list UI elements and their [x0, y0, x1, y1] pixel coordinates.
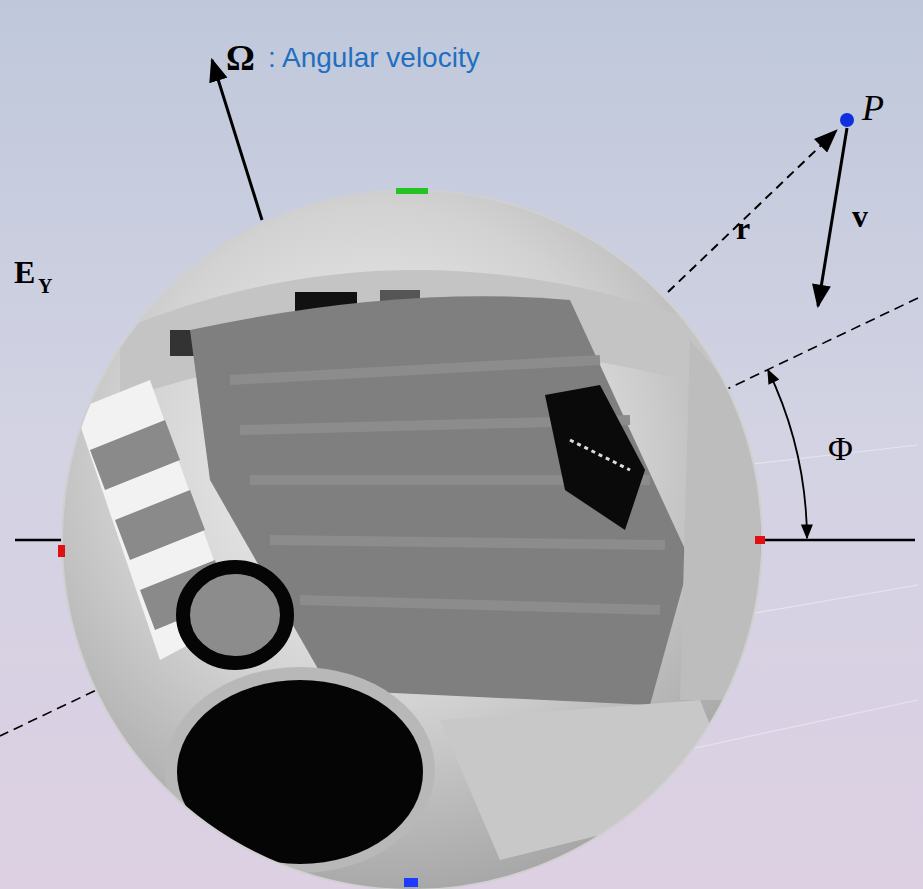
vector-label: r	[736, 212, 750, 244]
point-label: P	[862, 90, 884, 126]
omega-symbol: Ω	[226, 40, 255, 76]
velocity-arrow	[818, 128, 847, 306]
angle-label: Φ	[828, 432, 853, 466]
axis-symbol: E	[14, 256, 35, 288]
axis-subscript: Y	[38, 276, 52, 296]
angular-velocity-caption: : Angular velocity	[268, 44, 480, 72]
sphere	[58, 188, 765, 889]
angular-velocity-arrow	[212, 60, 262, 220]
position-vector	[668, 131, 836, 292]
angle-arc	[768, 370, 807, 538]
vector-label: v	[852, 200, 868, 232]
point-p	[840, 113, 854, 127]
